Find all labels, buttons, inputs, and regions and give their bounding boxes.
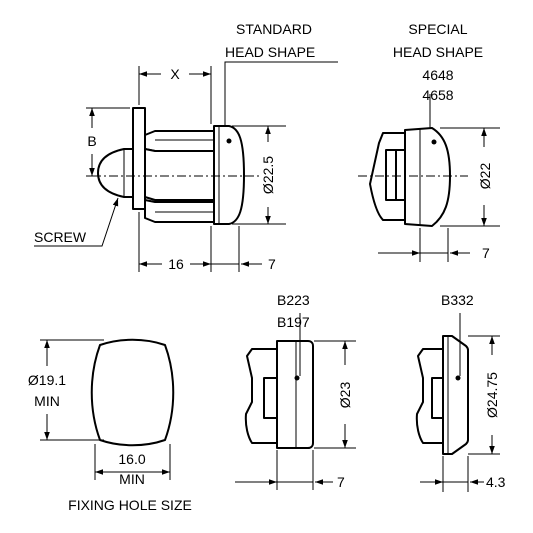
b197-label: B197 [277,314,310,330]
dim-x-label: X [170,66,180,82]
dim-hole-width-min: MIN [119,471,145,487]
special-key-dot [431,139,437,145]
b332-head [442,335,469,455]
fixing-hole-shape [90,338,175,447]
dim-special-head-label: 7 [482,245,490,261]
dim-hole-diameter-min: MIN [34,393,60,409]
special-head-view: SPECIAL HEAD SHAPE 4648 4658 Ø22 7 [358,21,500,262]
dim-b223-head-label: 7 [337,474,345,490]
mounting-flange [132,107,146,210]
dim-b332-head-label: 4.3 [486,474,506,490]
b332-view: B332 Ø24.75 4.3 [415,292,506,492]
dim-b223-diameter-label: Ø23 [337,382,353,409]
dim-std-length-label: 16 [168,256,184,272]
screw-label: SCREW [34,229,87,245]
dim-b332-diameter-label: Ø24.75 [484,372,500,418]
standard-head [213,125,245,225]
b223-view: B223 B197 Ø23 7 [235,292,356,490]
screw-leader [34,197,119,247]
screw-head [97,148,134,198]
dim-std-head-label: 7 [268,256,276,272]
body-lower [144,199,217,223]
b332-key-dot [455,375,461,381]
standard-head-leader [224,61,338,126]
standard-head-label-1: STANDARD [236,21,312,37]
dim-hole-width-label: 16.0 [118,451,145,467]
special-head-label-1: SPECIAL [408,21,467,37]
b223-label: B223 [277,292,310,308]
body-upper [144,130,217,152]
dim-hole-diameter-label: Ø19.1 [28,372,66,388]
special-head [404,127,451,227]
dim-special-diameter-label: Ø22 [477,163,493,190]
standard-head-label-2: HEAD SHAPE [225,44,315,60]
fixing-hole-label: FIXING HOLE SIZE [68,497,192,513]
dim-std-diameter-label: Ø22.5 [260,156,276,194]
standard-head-view: STANDARD HEAD SHAPE X B Ø22.5 16 7 S [34,21,338,272]
b332-label: B332 [441,292,474,308]
b223-key-dot [294,375,300,381]
special-code-1: 4648 [422,67,453,83]
special-code-2: 4658 [422,87,453,103]
key-dot [226,138,232,144]
special-head-label-2: HEAD SHAPE [393,44,483,60]
b223-head [276,340,314,449]
fixing-hole-view: Ø19.1 MIN 16.0 MIN FIXING HOLE SIZE [28,338,192,513]
dim-b-label: B [87,133,96,149]
body-core [144,148,217,201]
